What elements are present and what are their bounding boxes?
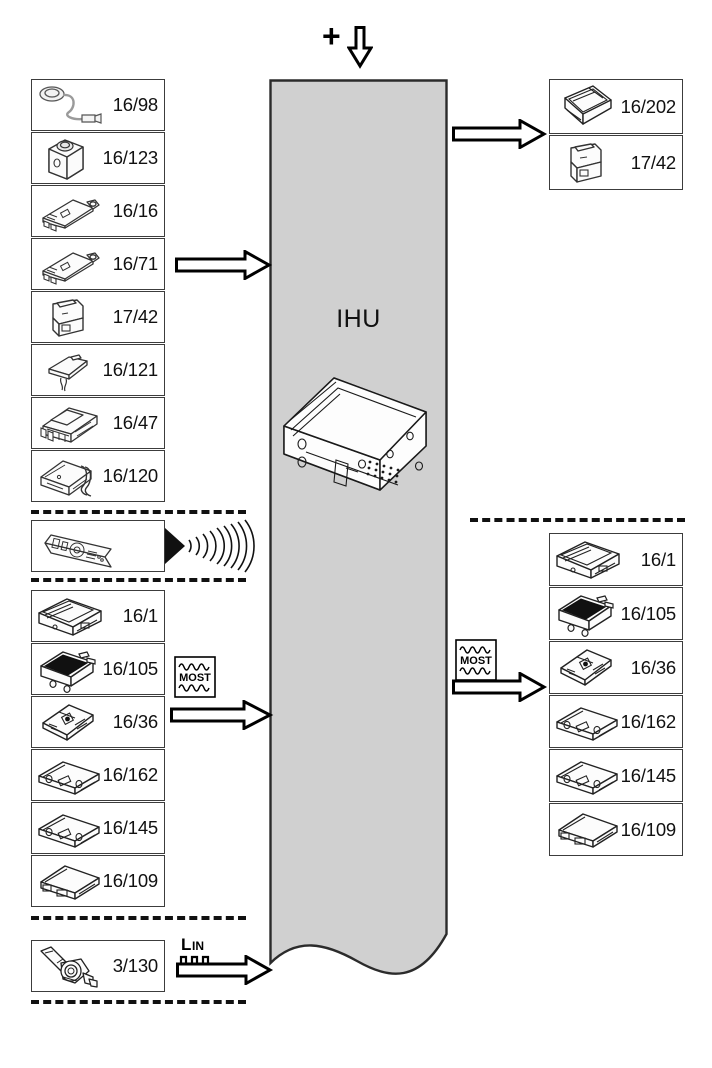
microphone-with-cable-icon bbox=[35, 82, 107, 130]
media-module-icon bbox=[35, 752, 107, 800]
component-box-16-109-left[interactable]: 16/109 bbox=[31, 855, 165, 907]
component-box-16-105-right[interactable]: 16/105 bbox=[549, 587, 683, 640]
component-box-16-71[interactable]: 16/71 bbox=[31, 238, 165, 290]
dash-separator-right-most bbox=[470, 518, 685, 522]
component-box-16-162-left[interactable]: 16/162 bbox=[31, 749, 165, 801]
radio-unit-icon bbox=[35, 593, 107, 641]
amplifier-icon bbox=[553, 590, 625, 638]
usb-stick-icon bbox=[35, 241, 107, 289]
component-code: 16/105 bbox=[102, 658, 159, 679]
component-box-16-98[interactable]: 16/98 bbox=[31, 79, 165, 131]
component-box-16-121[interactable]: 16/121 bbox=[31, 344, 165, 396]
control-module-cable-icon bbox=[35, 453, 107, 501]
antenna-module-icon bbox=[35, 135, 107, 183]
component-code: 16/121 bbox=[102, 359, 159, 380]
component-code: 16/109 bbox=[620, 818, 677, 840]
component-box-16-120[interactable]: 16/120 bbox=[31, 450, 165, 502]
component-code: 16/1 bbox=[640, 548, 676, 570]
component-code: 16/162 bbox=[620, 710, 677, 732]
ihu-title: IHU bbox=[336, 305, 381, 333]
component-code: 16/47 bbox=[112, 412, 158, 433]
most-arrow-left bbox=[170, 700, 274, 730]
component-box-16-145-right[interactable]: 16/145 bbox=[549, 749, 683, 802]
display-screen-icon bbox=[553, 82, 625, 130]
component-box-16-162-right[interactable]: 16/162 bbox=[549, 695, 683, 748]
cd-changer-icon bbox=[35, 699, 107, 747]
component-box-16-36-left[interactable]: 16/36 bbox=[31, 696, 165, 748]
component-code: 16/145 bbox=[620, 764, 677, 786]
ir-signal-waves bbox=[163, 518, 255, 579]
most-arrow-right bbox=[452, 672, 548, 702]
control-unit-icon bbox=[553, 806, 625, 854]
dash-separator-lin-bottom bbox=[31, 1000, 246, 1004]
lin-arrow bbox=[176, 955, 274, 985]
component-code: 16/145 bbox=[102, 817, 159, 838]
usb-stick-icon bbox=[35, 188, 107, 236]
component-box-16-109-right[interactable]: 16/109 bbox=[549, 803, 683, 856]
component-box-16-145-left[interactable]: 16/145 bbox=[31, 802, 165, 854]
component-code: 16/123 bbox=[102, 147, 159, 168]
lin-bus-badge: L IN bbox=[179, 935, 237, 969]
component-box-16-1-right[interactable]: 16/1 bbox=[549, 533, 683, 586]
component-code: 16/36 bbox=[112, 711, 158, 732]
media-module-icon bbox=[553, 698, 625, 746]
connector-plug-icon bbox=[35, 294, 107, 342]
switch-module-icon bbox=[35, 400, 107, 448]
output-arrow-top bbox=[452, 119, 548, 149]
component-box-16-47[interactable]: 16/47 bbox=[31, 397, 165, 449]
most-badge-label: MOST bbox=[460, 655, 492, 667]
dash-separator-lin-top bbox=[31, 916, 246, 920]
radio-unit-icon bbox=[553, 536, 625, 584]
dash-separator-ir-bottom bbox=[31, 578, 246, 582]
connector-plug-icon bbox=[553, 138, 625, 186]
component-code: 16/36 bbox=[630, 656, 676, 678]
component-box-16-36-right[interactable]: 16/36 bbox=[549, 641, 683, 694]
component-box-3-130[interactable]: 3/130 bbox=[31, 940, 165, 992]
ihu-column bbox=[269, 79, 448, 1014]
component-box-16-16[interactable]: 16/16 bbox=[31, 185, 165, 237]
component-box-17-42-right[interactable]: 17/42 bbox=[549, 135, 683, 190]
power-supply-arrow-down bbox=[347, 26, 373, 76]
cd-changer-icon bbox=[553, 644, 625, 692]
component-code: 16/71 bbox=[112, 253, 158, 274]
component-box-16-1-left[interactable]: 16/1 bbox=[31, 590, 165, 642]
component-code: 16/105 bbox=[620, 602, 677, 624]
input-arrow-group1 bbox=[175, 250, 273, 280]
power-plus-symbol: + bbox=[322, 18, 341, 54]
component-code: 16/120 bbox=[102, 465, 159, 486]
lin-badge-small-letters: IN bbox=[192, 939, 204, 953]
control-unit-icon bbox=[35, 858, 107, 906]
lin-badge-big-letter: L bbox=[181, 935, 191, 954]
steering-column-switch-icon bbox=[35, 943, 107, 991]
most-badge-label: MOST bbox=[179, 672, 211, 684]
component-box-remote-control[interactable] bbox=[31, 520, 165, 572]
component-code: 17/42 bbox=[630, 151, 676, 173]
component-code: 16/16 bbox=[112, 200, 158, 221]
component-code: 3/130 bbox=[112, 955, 158, 976]
amplifier-icon bbox=[35, 646, 107, 694]
media-module-icon bbox=[35, 805, 107, 853]
component-box-16-202[interactable]: 16/202 bbox=[549, 79, 683, 134]
gps-antenna-icon bbox=[35, 347, 107, 395]
component-code: 16/202 bbox=[620, 95, 677, 117]
ihu-device-illustration bbox=[276, 360, 442, 510]
component-box-16-123[interactable]: 16/123 bbox=[31, 132, 165, 184]
component-code: 16/1 bbox=[122, 605, 158, 626]
most-bus-badge-left: MOST bbox=[174, 656, 216, 698]
remote-control-icon bbox=[35, 523, 155, 571]
component-code: 16/109 bbox=[102, 870, 159, 891]
component-code: 16/162 bbox=[102, 764, 159, 785]
component-box-17-42-left[interactable]: 17/42 bbox=[31, 291, 165, 343]
component-box-16-105-left[interactable]: 16/105 bbox=[31, 643, 165, 695]
most-bus-badge-right: MOST bbox=[455, 639, 497, 681]
dash-separator-ir-top bbox=[31, 510, 246, 514]
media-module-icon bbox=[553, 752, 625, 800]
component-code: 17/42 bbox=[112, 306, 158, 327]
component-code: 16/98 bbox=[112, 94, 158, 115]
